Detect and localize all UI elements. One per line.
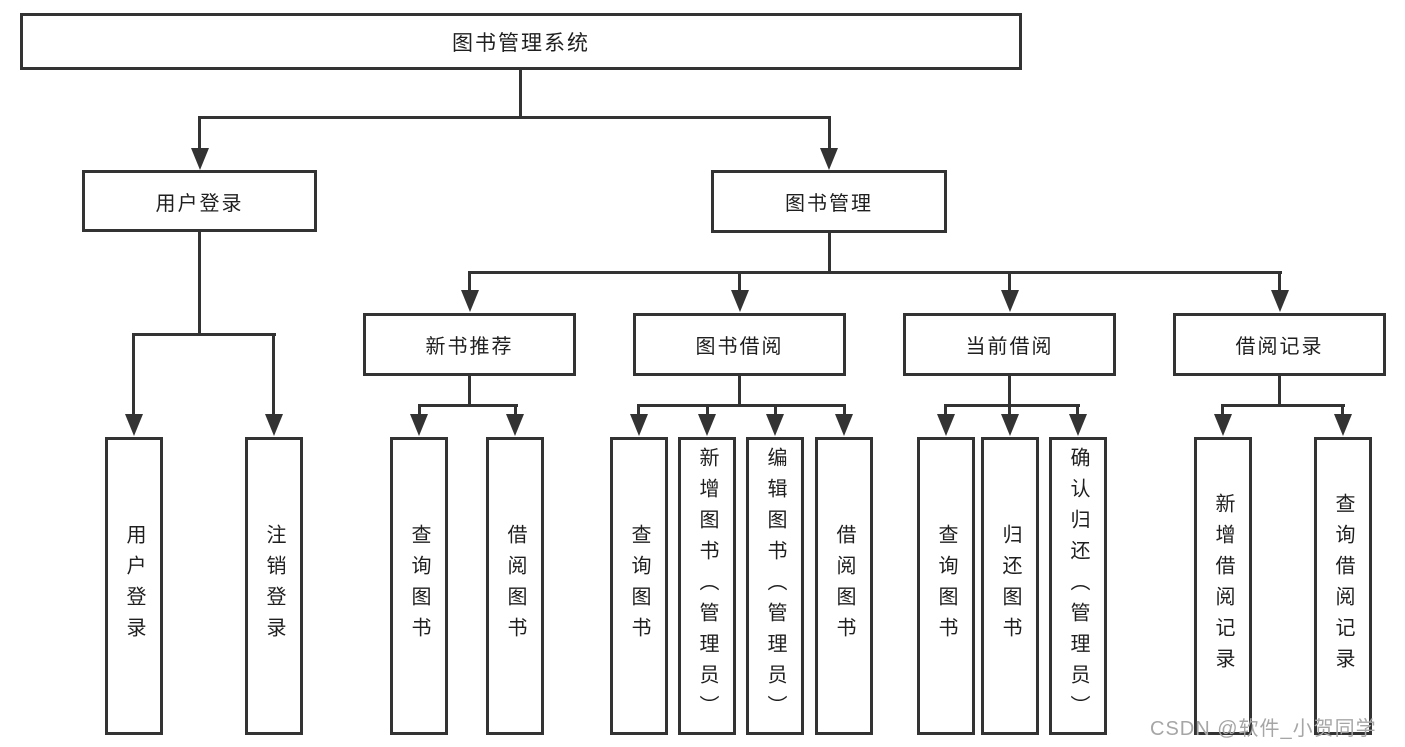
- node-label: 用户登录: [155, 192, 244, 215]
- leaf-return-book: 归还图书: [981, 437, 1039, 735]
- connector-drop-l3: [1278, 271, 1281, 292]
- node-label: 图书管理: [785, 193, 873, 215]
- node-label: 新书推荐: [425, 336, 514, 358]
- arrow-down-leaf: [1001, 414, 1019, 436]
- connector-drop-l3: [738, 271, 741, 292]
- arrow-down-user-login: [191, 148, 209, 170]
- leaf-query-borrow-record: 查询借阅记录: [1314, 437, 1372, 735]
- connector-drop-leaf: [1008, 404, 1011, 418]
- leaf-label: 查询图书: [935, 524, 957, 648]
- leaf-logout-login: 注销登录: [245, 437, 303, 735]
- arrow-down-leaf: [766, 414, 784, 436]
- leaf-query-books-2: 查询图书: [610, 437, 668, 735]
- connector-root-branch: [198, 116, 831, 119]
- connector-drop-user-login: [198, 116, 201, 152]
- node-borrow-records: 借阅记录: [1173, 313, 1386, 376]
- leaf-query-books-3: 查询图书: [917, 437, 975, 735]
- connector-l3-branch: [418, 404, 518, 407]
- connector-l3-stem: [1008, 376, 1011, 407]
- connector-book-mgmt-branch: [468, 271, 1282, 274]
- connector-root-stem: [519, 70, 522, 119]
- leaf-user-login: 用户登录: [105, 437, 163, 735]
- leaf-label: 借阅图书: [504, 524, 526, 648]
- leaf-add-book-admin: 新增图书（管理员）: [678, 437, 736, 735]
- arrow-down-leaf: [937, 414, 955, 436]
- node-label: 图书借阅: [695, 336, 784, 358]
- csdn-watermark: CSDN @软件_小贺同学: [1150, 718, 1377, 740]
- arrow-down-leaf: [125, 414, 143, 436]
- leaf-borrow-books-2: 借阅图书: [815, 437, 873, 735]
- connector-drop-leaf: [1341, 404, 1344, 418]
- leaf-add-borrow-record: 新增借阅记录: [1194, 437, 1252, 735]
- connector-l3-branch: [1221, 404, 1345, 407]
- connector-drop-leaf: [1221, 404, 1224, 418]
- node-book-management: 图书管理: [711, 170, 947, 233]
- arrow-down-l3: [1271, 290, 1289, 312]
- node-label: 借阅记录: [1235, 336, 1324, 358]
- leaf-label: 注销登录: [263, 524, 285, 648]
- connector-drop-leaf: [1076, 404, 1079, 418]
- leaf-label: 归还图书: [999, 524, 1021, 648]
- leaf-query-books: 查询图书: [390, 437, 448, 735]
- node-label: 当前借阅: [965, 336, 1054, 358]
- connector-drop-leaf: [706, 404, 709, 418]
- connector-l3-stem: [738, 376, 741, 407]
- node-new-book-recommend: 新书推荐: [363, 313, 576, 376]
- connector-drop-leaf: [843, 404, 846, 418]
- arrow-down-leaf: [630, 414, 648, 436]
- connector-l3-stem: [468, 376, 471, 407]
- arrow-down-l3: [461, 290, 479, 312]
- leaf-label: 查询借阅记录: [1332, 493, 1354, 679]
- connector-l3-stem: [1278, 376, 1281, 407]
- arrow-down-leaf: [506, 414, 524, 436]
- leaf-label: 查询图书: [408, 524, 430, 648]
- connector-l3-branch: [944, 404, 1080, 407]
- leaf-confirm-return-admin: 确认归还（管理员）: [1049, 437, 1107, 735]
- leaf-label: 借阅图书: [833, 524, 855, 648]
- connector-book-mgmt-stem: [828, 233, 831, 273]
- connector-drop-l3: [1008, 271, 1011, 292]
- connector-drop-leaf: [132, 333, 135, 415]
- connector-drop-l3: [468, 271, 471, 292]
- leaf-label: 新增图书（管理员）: [696, 446, 718, 726]
- arrow-down-leaf: [835, 414, 853, 436]
- node-current-borrow: 当前借阅: [903, 313, 1116, 376]
- node-book-borrow: 图书借阅: [633, 313, 846, 376]
- connector-drop-book-mgmt: [828, 116, 831, 152]
- arrow-down-l3: [1001, 290, 1019, 312]
- arrow-down-leaf: [1069, 414, 1087, 436]
- node-user-login: 用户登录: [82, 170, 317, 232]
- arrow-down-leaf: [698, 414, 716, 436]
- leaf-label: 新增借阅记录: [1212, 493, 1234, 679]
- connector-drop-leaf: [514, 404, 517, 418]
- connector-drop-leaf: [944, 404, 947, 418]
- connector-l3-branch: [637, 404, 846, 407]
- arrow-down-leaf: [265, 414, 283, 436]
- connector-drop-leaf: [418, 404, 421, 418]
- node-label: 图书管理系统: [452, 31, 590, 55]
- connector-user-login-stem: [198, 232, 201, 336]
- node-root-library-system: 图书管理系统: [20, 13, 1022, 70]
- leaf-label: 用户登录: [123, 524, 145, 648]
- arrow-down-book-mgmt: [820, 148, 838, 170]
- connector-drop-leaf: [774, 404, 777, 418]
- connector-drop-leaf: [637, 404, 640, 418]
- arrow-down-leaf: [1214, 414, 1232, 436]
- arrow-down-l3: [731, 290, 749, 312]
- leaf-edit-book-admin: 编辑图书（管理员）: [746, 437, 804, 735]
- connector-drop-leaf: [272, 333, 275, 415]
- connector-user-login-branch: [132, 333, 276, 336]
- leaf-label: 查询图书: [628, 524, 650, 648]
- leaf-borrow-books: 借阅图书: [486, 437, 544, 735]
- arrow-down-leaf: [410, 414, 428, 436]
- arrow-down-leaf: [1334, 414, 1352, 436]
- leaf-label: 确认归还（管理员）: [1067, 446, 1089, 726]
- leaf-label: 编辑图书（管理员）: [764, 446, 786, 726]
